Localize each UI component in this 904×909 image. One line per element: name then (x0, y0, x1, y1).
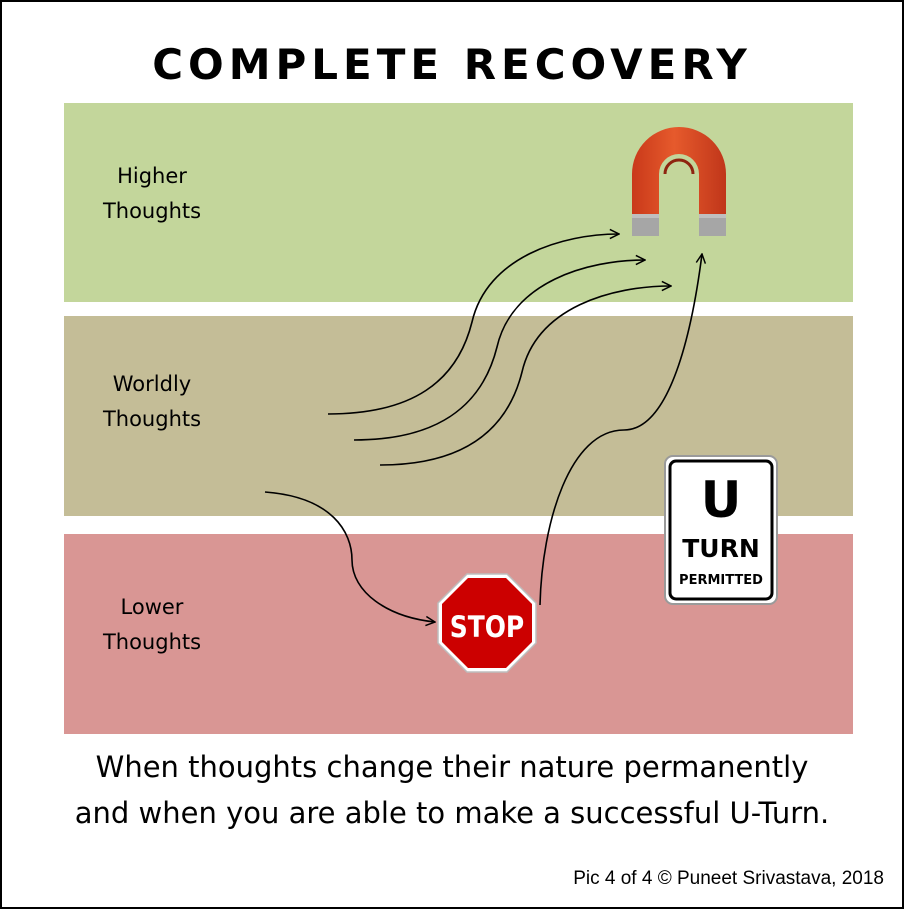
lower-thoughts-label-line2: Thoughts (102, 630, 202, 654)
rising-arrow-2 (353, 260, 645, 441)
magnet-icon (632, 127, 726, 236)
rising-arrow-3 (379, 286, 671, 466)
stop-sign-text: STOP (450, 611, 524, 644)
u-turn-sign-permitted: PERMITTED (679, 573, 763, 588)
higher-thoughts-label-line1: Higher (117, 164, 187, 188)
u-turn-arrow (539, 254, 702, 606)
u-turn-permitted-sign-icon: U TURN PERMITTED (664, 455, 778, 605)
lower-thoughts-label: Lower Thoughts (62, 590, 242, 660)
diagram-title: COMPLETE RECOVERY (152, 40, 752, 89)
worldly-thoughts-label-line1: Worldly (112, 372, 192, 396)
higher-thoughts-label-line2: Thoughts (102, 199, 202, 223)
u-turn-sign-letter: U (701, 471, 742, 529)
worldly-thoughts-label-line2: Thoughts (102, 407, 202, 431)
caption-line2: and when you are able to make a successf… (74, 796, 830, 830)
lower-thoughts-label-line1: Lower (120, 595, 184, 619)
caption-line1: When thoughts change their nature perman… (95, 750, 809, 784)
u-turn-sign-turn: TURN (682, 534, 760, 563)
higher-thoughts-label: Higher Thoughts (62, 159, 242, 229)
stop-sign-icon: STOP (437, 573, 537, 673)
caption: When thoughts change their nature perman… (2, 744, 902, 836)
copyright-credit: Pic 4 of 4 © Puneet Srivastava, 2018 (573, 868, 884, 889)
rising-arrow-1 (327, 234, 619, 415)
descending-arrow (264, 491, 435, 622)
worldly-thoughts-label: Worldly Thoughts (62, 367, 242, 437)
